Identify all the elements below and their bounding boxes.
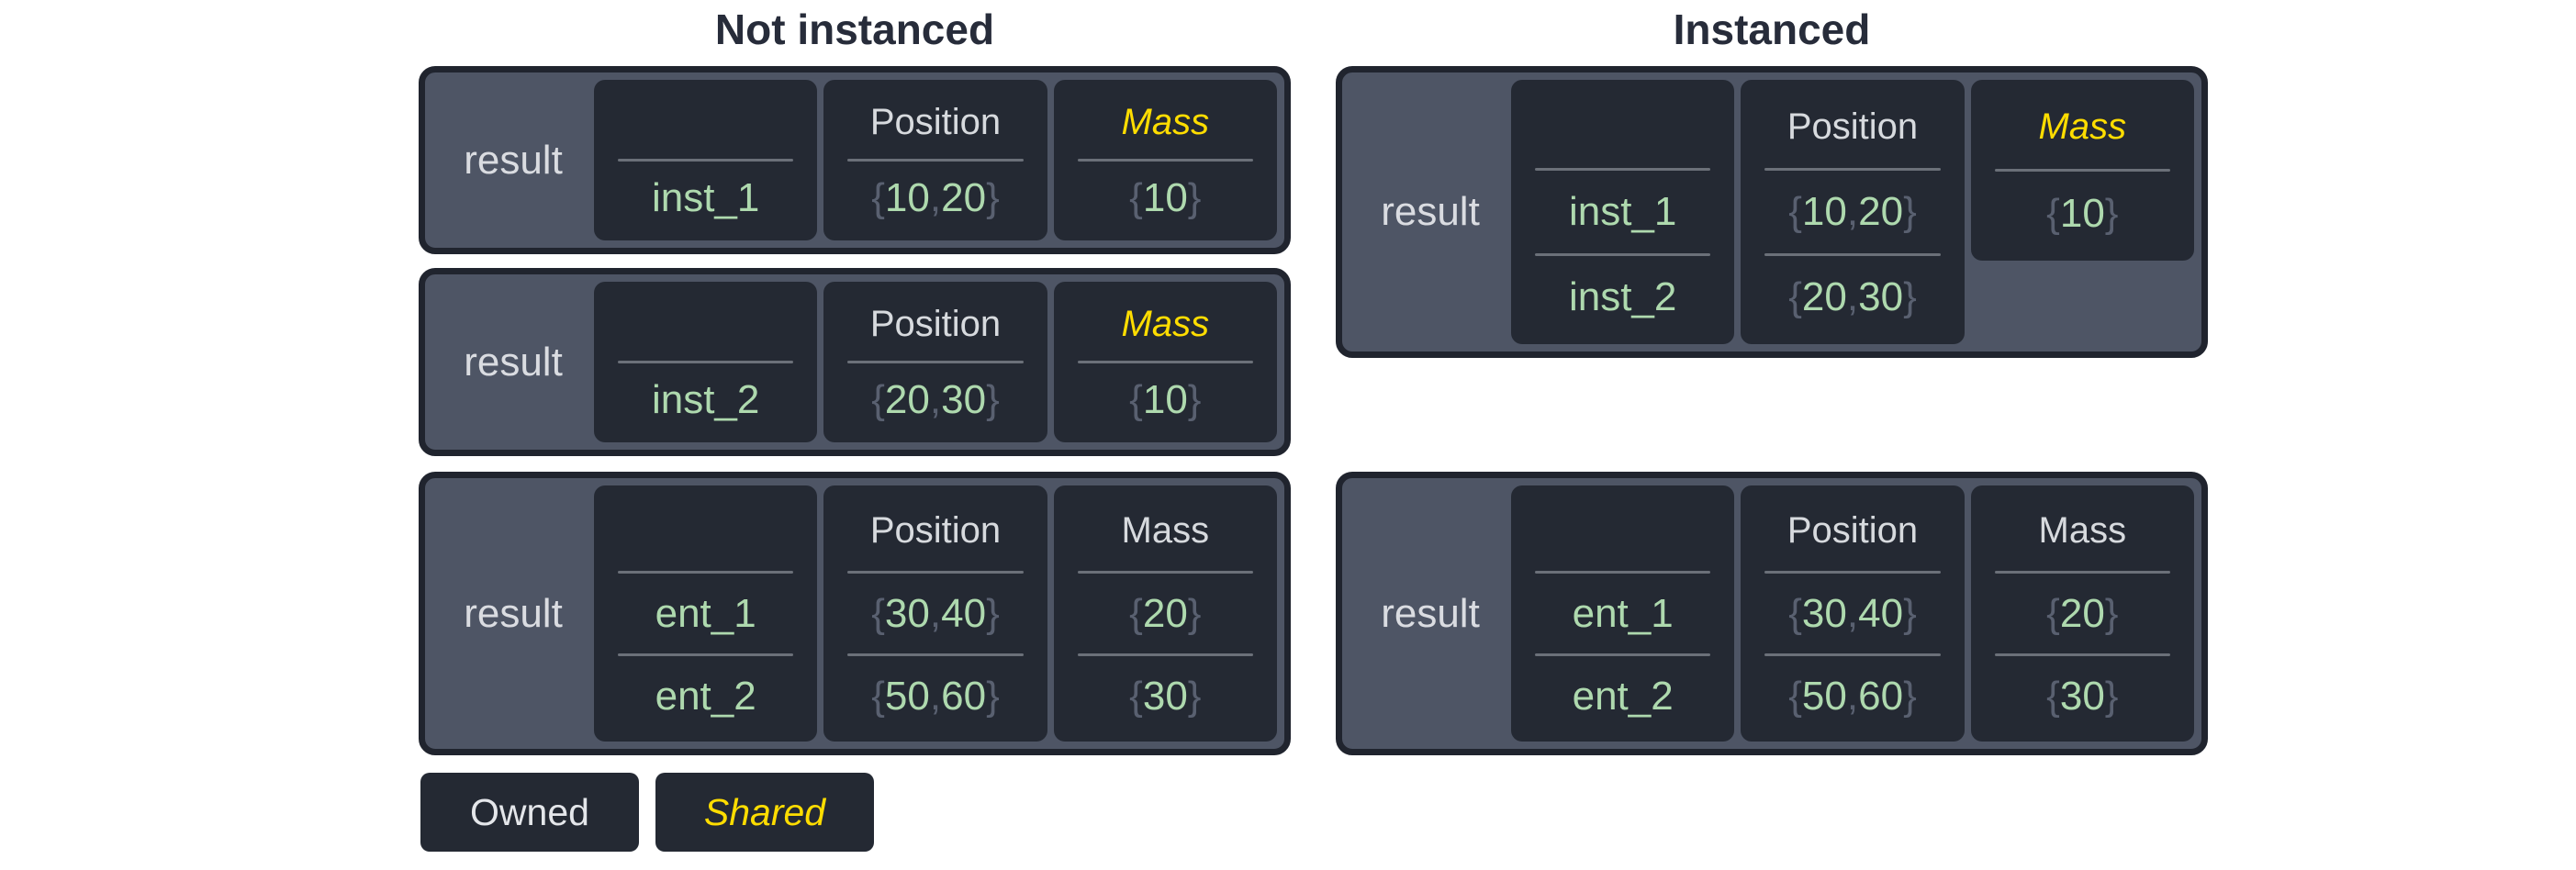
cell-value: ent_2: [1572, 673, 1674, 719]
legend-shared-chip: Shared: [655, 773, 874, 852]
entity-column: inst_1: [594, 80, 818, 240]
cell-value: {10, 20}: [871, 175, 1000, 220]
entity-column: ent_1 ent_2: [594, 485, 818, 742]
column-header: Position: [869, 303, 1002, 344]
column-header-shared: Mass: [1121, 101, 1210, 142]
divider: [1077, 571, 1253, 574]
cell-value: {30, 40}: [1788, 590, 1917, 636]
mass-column: Mass {10}: [1053, 282, 1277, 442]
column-header: Position: [1786, 106, 1919, 147]
result-label: result: [1381, 189, 1480, 234]
legend: Owned Shared: [420, 773, 874, 852]
divider: [847, 571, 1024, 574]
divider: [1764, 253, 1941, 256]
divider: [1535, 168, 1711, 171]
columns-container: inst_1 inst_2 Position {10, 20} {20, 30}…: [1511, 80, 2194, 344]
divider: [1077, 361, 1253, 363]
legend-owned-chip: Owned: [420, 773, 639, 852]
divider: [1764, 653, 1941, 656]
divider: [1764, 571, 1941, 574]
divider: [847, 361, 1024, 363]
cell-value: inst_1: [651, 175, 760, 220]
cell-value: ent_2: [655, 673, 756, 719]
column-header: [1524, 491, 1721, 571]
divider: [1764, 168, 1941, 171]
column-header: [1524, 85, 1721, 168]
result-table-not-instanced-1: result inst_1 Position {10, 20} Mass {10…: [419, 66, 1291, 254]
column-header: Mass: [1121, 510, 1210, 551]
section-title-instanced: Instanced: [1673, 6, 1871, 53]
columns-container: inst_2 Position {20, 30} Mass {10}: [594, 282, 1277, 442]
entity-column: ent_1 ent_2: [1511, 485, 1735, 742]
cell-value: {50, 60}: [871, 673, 1000, 719]
divider: [1535, 253, 1711, 256]
divider: [847, 653, 1024, 656]
mass-column: Mass {20} {30}: [1053, 485, 1277, 742]
divider: [1077, 653, 1253, 656]
cell-value: {20}: [2046, 590, 2119, 636]
cell-value: ent_1: [655, 590, 756, 636]
divider: [1535, 653, 1711, 656]
column-header: Position: [869, 101, 1002, 142]
result-table-instanced-2: result ent_1 ent_2 Position {30, 40} {50…: [1336, 472, 2208, 755]
divider: [1994, 571, 2170, 574]
position-column: Position {10, 20}: [823, 80, 1047, 240]
result-label: result: [464, 590, 563, 636]
divider: [618, 361, 794, 363]
cell-value: inst_2: [651, 377, 760, 422]
cell-value: ent_1: [1572, 590, 1674, 636]
cell-value: {10, 20}: [1788, 189, 1917, 234]
result-label: result: [1381, 590, 1480, 636]
position-column: Position {20, 30}: [823, 282, 1047, 442]
section-title-not-instanced: Not instanced: [714, 6, 995, 53]
cell-value: {10}: [2046, 190, 2119, 236]
divider: [618, 159, 794, 162]
divider: [1077, 159, 1253, 162]
divider: [1994, 169, 2170, 172]
divider: [847, 159, 1024, 162]
cell-value: inst_2: [1568, 274, 1677, 319]
divider: [618, 653, 794, 656]
mass-column-shared: Mass {10}: [1970, 80, 2194, 261]
divider: [618, 571, 794, 574]
column-header: [607, 491, 804, 571]
result-label: result: [464, 137, 563, 183]
cell-value: {50, 60}: [1788, 673, 1917, 719]
divider: [1535, 571, 1711, 574]
column-header: [607, 287, 804, 361]
cell-value: {20, 30}: [1788, 274, 1917, 319]
cell-value: inst_1: [1568, 189, 1677, 234]
position-column: Position {30, 40} {50, 60}: [823, 485, 1047, 742]
result-table-not-instanced-2: result inst_2 Position {20, 30} Mass {10…: [419, 268, 1291, 456]
columns-container: ent_1 ent_2 Position {30, 40} {50, 60} M…: [594, 485, 1277, 742]
cell-value: {10}: [1129, 377, 1202, 422]
column-header: Position: [1786, 510, 1919, 551]
mass-column: Mass {10}: [1053, 80, 1277, 240]
result-table-not-instanced-3: result ent_1 ent_2 Position {30, 40} {50…: [419, 472, 1291, 755]
entity-column: inst_2: [594, 282, 818, 442]
mass-column: Mass {20} {30}: [1970, 485, 2194, 742]
columns-container: ent_1 ent_2 Position {30, 40} {50, 60} M…: [1511, 485, 2194, 742]
cell-value: {10}: [1129, 175, 1202, 220]
column-header: Mass: [2038, 510, 2127, 551]
result-label: result: [464, 339, 563, 385]
divider: [1994, 653, 2170, 656]
position-column: Position {30, 40} {50, 60}: [1741, 485, 1965, 742]
result-table-instanced-1: result inst_1 inst_2 Position {10, 20} {…: [1336, 66, 2208, 358]
column-header-shared: Mass: [2038, 106, 2127, 147]
cell-value: {30}: [2046, 673, 2119, 719]
entity-column: inst_1 inst_2: [1511, 80, 1735, 344]
column-header: [607, 85, 804, 159]
cell-value: {20}: [1129, 590, 1202, 636]
columns-container: inst_1 Position {10, 20} Mass {10}: [594, 80, 1277, 240]
cell-value: {30, 40}: [871, 590, 1000, 636]
cell-value: {30}: [1129, 673, 1202, 719]
position-column: Position {10, 20} {20, 30}: [1741, 80, 1965, 344]
cell-value: {20, 30}: [871, 377, 1000, 422]
column-header: Position: [869, 510, 1002, 551]
column-header-shared: Mass: [1121, 303, 1210, 344]
